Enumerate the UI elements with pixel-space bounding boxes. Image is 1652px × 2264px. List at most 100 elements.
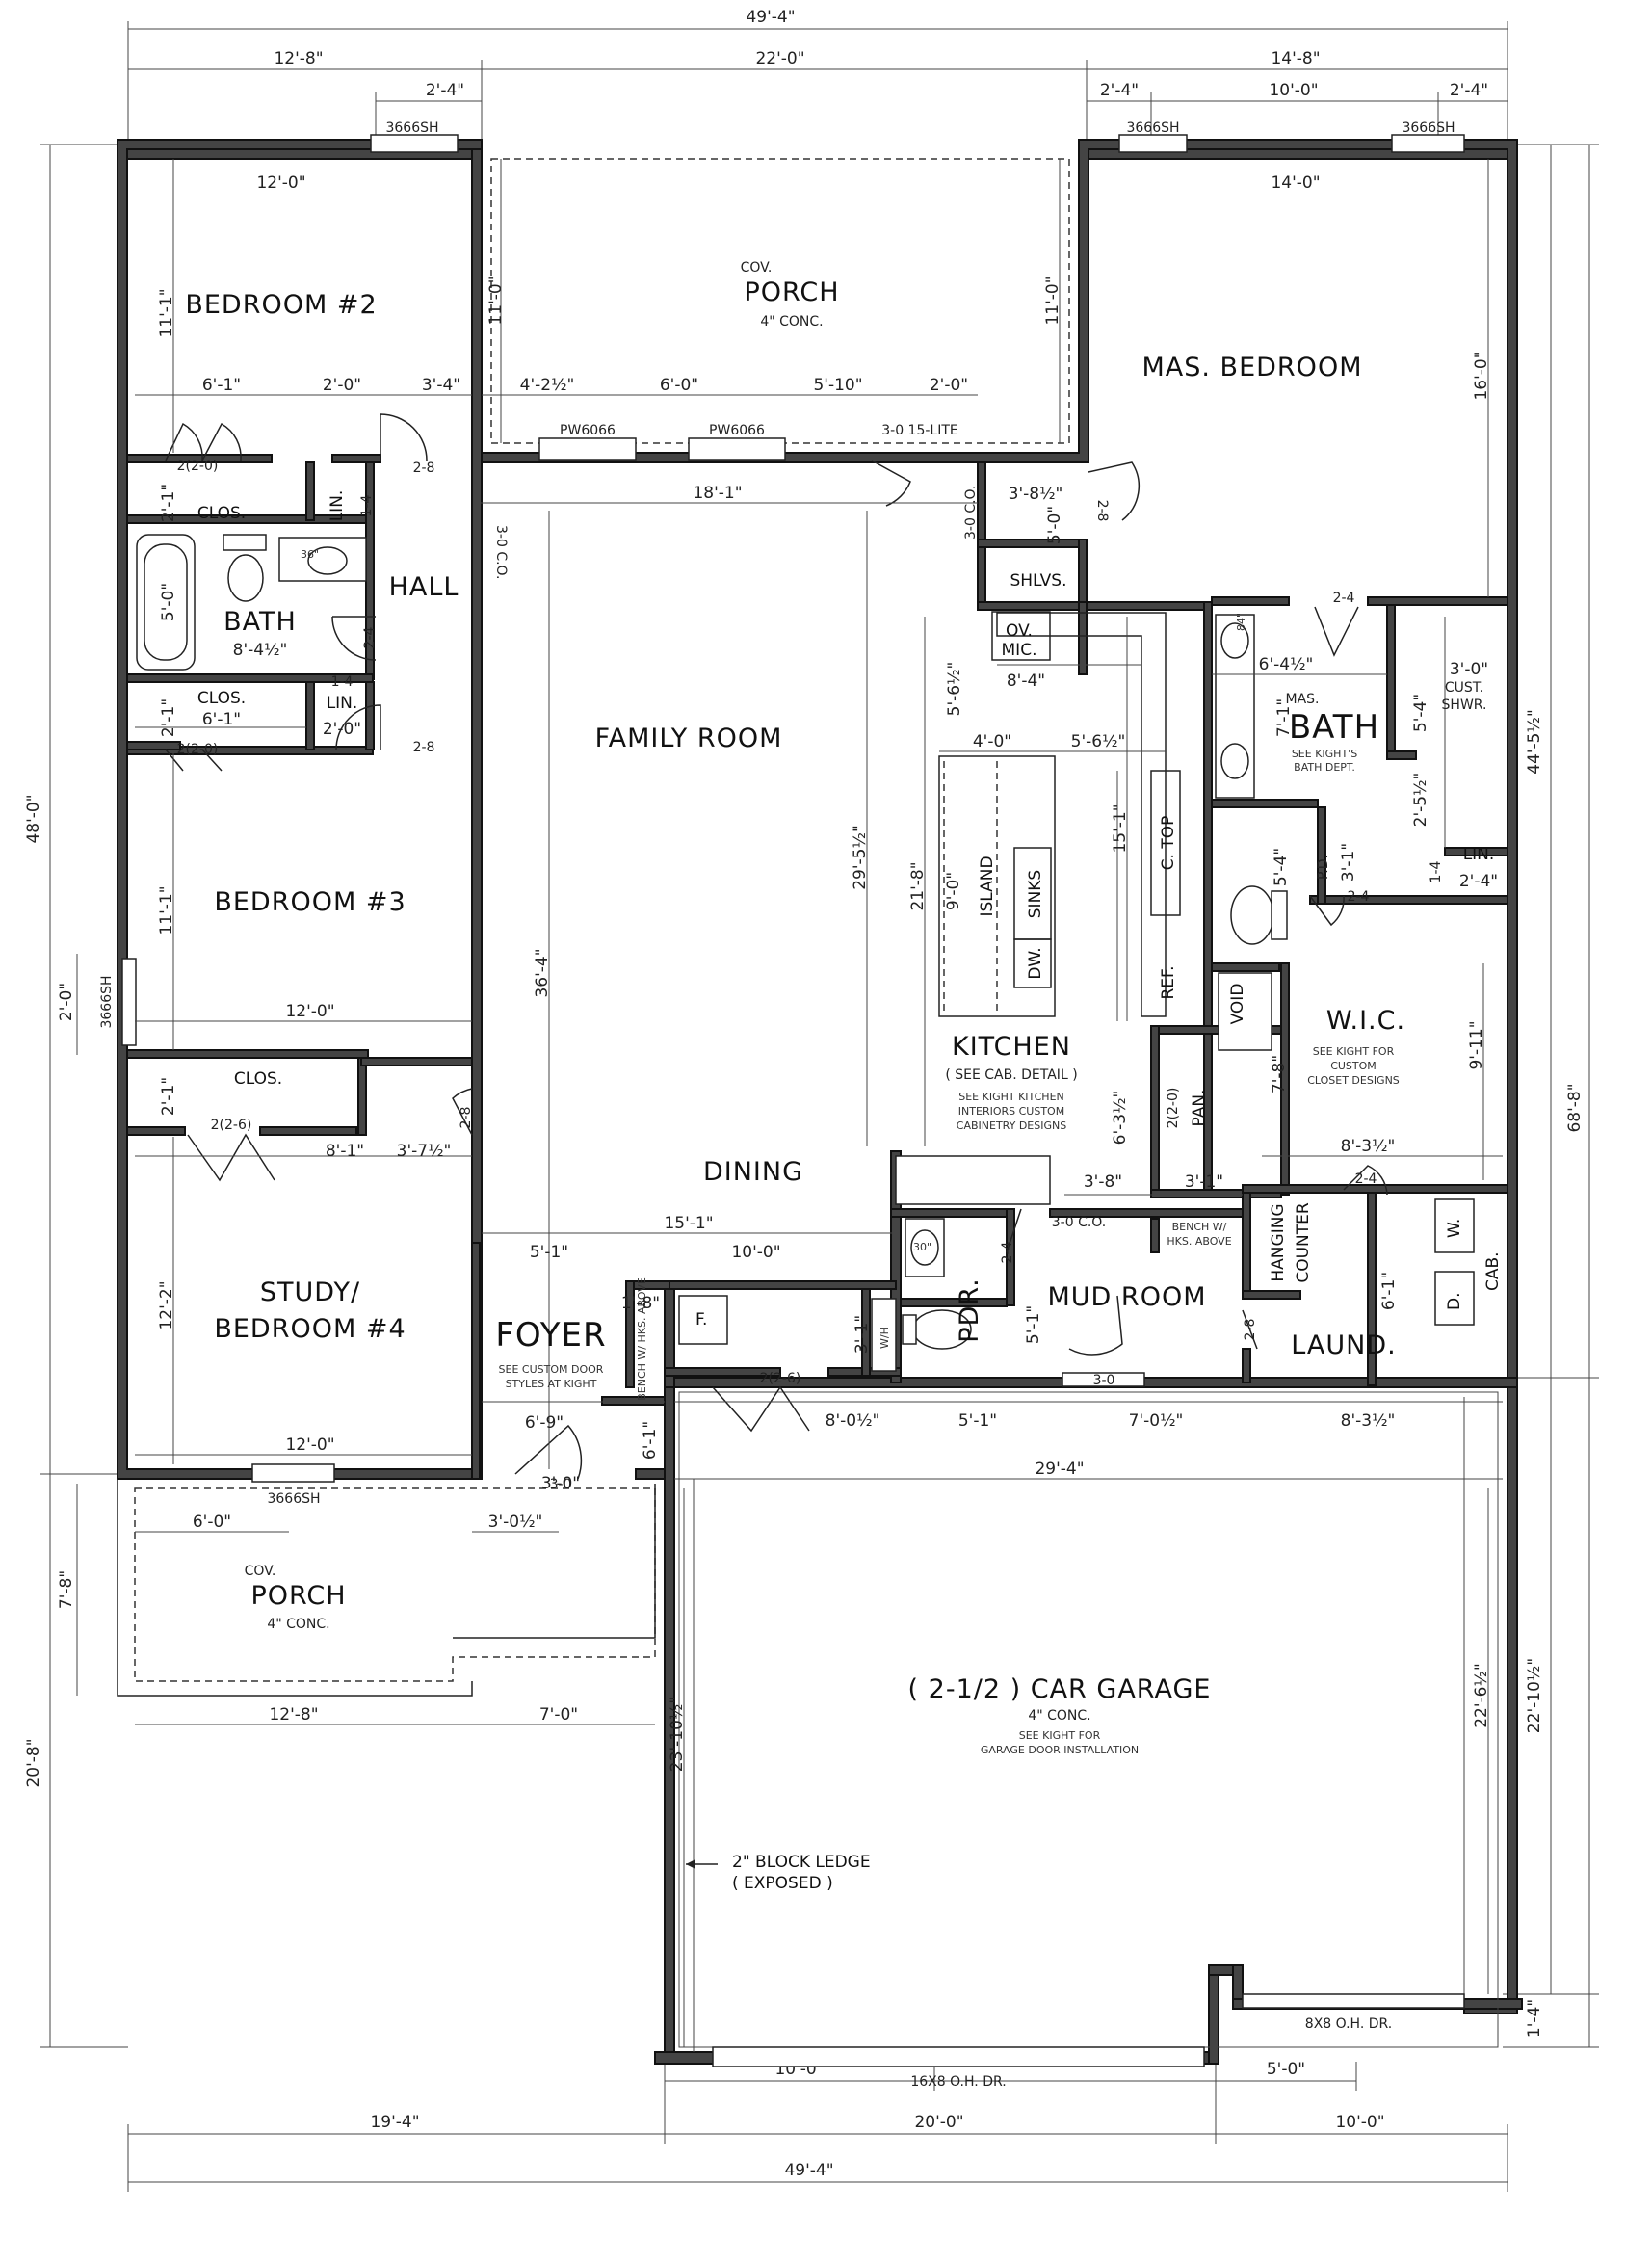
pdr-label: PDR. xyxy=(955,1277,984,1342)
dim-1-8: 1'-8" xyxy=(621,1294,660,1313)
dim-10-0: 10'-0" xyxy=(731,1243,780,1262)
window-label-1: 3666SH xyxy=(385,120,438,136)
door-1-4-b: 1-4 xyxy=(331,674,354,690)
dim-4-0: 4'-0" xyxy=(973,732,1011,751)
dim-15-1b: 15'-1" xyxy=(664,1214,713,1233)
door-2-8-a: 2-8 xyxy=(413,461,435,476)
dim-bed2-h: 11'-1" xyxy=(157,288,176,337)
pw-label-1: PW6066 xyxy=(560,423,616,438)
dim-8-3a: 8'-3½" xyxy=(1341,1137,1396,1156)
dw-label: DW. xyxy=(1026,947,1045,979)
dining-label: DINING xyxy=(703,1157,803,1187)
foyer-sub-1: SEE CUSTOM DOOR xyxy=(499,1363,604,1376)
dim-porch-12-8: 12'-8" xyxy=(269,1705,318,1724)
fixtures: 36" 84" 30" F. W/H W. D. CAB. xyxy=(136,534,1503,1372)
ref-label: REF. xyxy=(1159,965,1178,999)
hall-label: HALL xyxy=(389,572,459,602)
dim-bot-10-0: 10'-0" xyxy=(1335,2113,1384,2132)
cust-shwr-1: CUST. xyxy=(1445,680,1483,696)
dim-mas-w: 14'-0" xyxy=(1271,173,1320,193)
dim-top-10-0: 10'-0" xyxy=(1269,81,1318,100)
dim-gar-23-10: 23'-10½" xyxy=(668,1697,687,1772)
dim-bot-5-0: 5'-0" xyxy=(1267,2060,1305,2079)
dim-top-22-0: 22'-0" xyxy=(755,49,804,68)
doors xyxy=(165,413,1388,1480)
door-2-8-c: 2-8 xyxy=(459,1107,474,1129)
block-ledge-1: 2" BLOCK LEDGE xyxy=(732,1853,871,1872)
dim-right-68: 68'-8" xyxy=(1565,1083,1585,1132)
wic-sub-1: SEE KIGHT FOR xyxy=(1313,1045,1395,1058)
porch-cov-label: COV. xyxy=(741,260,773,276)
small-labels: CLOS. CLOS. CLOS. LIN. LIN. LIN. SHLVS. … xyxy=(177,459,1495,1492)
dim-8-4: 8'-4" xyxy=(1007,671,1045,691)
dim-3-8: 3'-8½" xyxy=(1009,485,1063,504)
dim-5-0: 5'-0" xyxy=(1045,506,1064,544)
dim-6-1b: 6'-1" xyxy=(202,710,241,729)
dim-bot-19-4: 19'-4" xyxy=(370,2113,419,2132)
co-label-1: 3-0 C.O. xyxy=(493,525,509,579)
door-1-4-a: 1-4 xyxy=(359,494,375,516)
dim-2-0a: 2'-0" xyxy=(323,376,361,395)
door-1-4-c: 1-4 xyxy=(1429,860,1444,882)
dim-3-1a: 3'-1" xyxy=(1339,843,1358,882)
kitchen-sub-3: INTERIORS CUSTOM xyxy=(958,1105,1064,1118)
right-dimensions: 44'-5½" 68'-8" 22'-10½" 1'-4" xyxy=(1503,144,1599,2048)
dim-36-4: 36'-4" xyxy=(533,948,552,997)
ohdr-8-label: 8X8 O.H. DR. xyxy=(1305,2016,1392,2032)
dim-8-1: 8'-1" xyxy=(326,1142,364,1161)
lin-label-3: LIN. xyxy=(1463,845,1495,864)
window-label-4: 3666SH xyxy=(99,975,115,1028)
dim-left-7-8: 7'-8" xyxy=(57,1570,76,1609)
dim-4-2: 4'-2½" xyxy=(520,376,575,395)
room-labels: BEDROOM #2 COV. PORCH 4" CONC. MAS. BEDR… xyxy=(185,260,1405,1893)
clos-label-1: CLOS. xyxy=(197,504,246,523)
dim-5-1b: 5'-1" xyxy=(1024,1305,1043,1344)
top-dimensions: 49'-4" 12'-8" 22'-0" 14'-8" 2'-4" 2'-4" … xyxy=(127,8,1508,145)
laund-label: LAUND. xyxy=(1291,1330,1396,1360)
garage-sub-3: GARAGE DOOR INSTALLATION xyxy=(981,1744,1139,1756)
dim-study-h: 12'-2" xyxy=(157,1280,176,1329)
mud-room-label: MUD ROOM xyxy=(1048,1282,1207,1312)
door-2-8-e: 2-8 xyxy=(1243,1319,1258,1341)
dim-15-1a: 15'-1" xyxy=(1111,803,1130,853)
wic-sub-2: CUSTOM xyxy=(1330,1060,1377,1072)
mas-bath-sub-1: SEE KIGHT'S xyxy=(1292,748,1357,760)
dim-total-top: 49'-4" xyxy=(746,8,795,27)
wic-label: W.I.C. xyxy=(1326,1006,1405,1036)
dim-5-6a: 5'-6½" xyxy=(945,662,964,717)
dim-6-9: 6'-9" xyxy=(525,1413,564,1433)
dim-6-1d: 6'-1" xyxy=(1379,1272,1399,1310)
left-dimensions: 48'-0" 20'-8" 7'-8" 2'-0" xyxy=(24,144,128,2048)
door-2-4-d: 2-4 xyxy=(1355,1171,1377,1187)
door-2-4-e: 2-4 xyxy=(1000,1241,1015,1263)
dim-6-3: 6'-3½" xyxy=(1111,1091,1130,1145)
master-bedroom-label: MAS. BEDROOM xyxy=(1141,353,1362,382)
sinks-label: SINKS xyxy=(1026,870,1045,918)
dim-bath-h: 5'-0" xyxy=(159,583,178,621)
door-2-2-0-a: 2(2-0) xyxy=(177,459,219,474)
dim-bot-20-0: 20'-0" xyxy=(914,2113,963,2132)
garage-label: ( 2-1/2 ) CAR GARAGE xyxy=(908,1674,1212,1704)
dim-top-14-8: 14'-8" xyxy=(1271,49,1320,68)
window-label-2: 3666SH xyxy=(1126,120,1179,136)
dim-bed3-h: 11'-1" xyxy=(157,885,176,935)
interior-walls xyxy=(126,454,1508,1480)
dim-3-4: 3'-4" xyxy=(422,376,460,395)
kitchen-cabinets xyxy=(938,611,1181,1021)
dim-left-48: 48'-0" xyxy=(24,794,43,843)
dim-7-0: 7'-0½" xyxy=(1129,1411,1184,1431)
dim-porch-6-0: 6'-0" xyxy=(193,1513,231,1532)
dim-2-1b: 2'-1" xyxy=(159,698,178,737)
washer-label: W. xyxy=(1445,1219,1464,1238)
c-top-label: C. TOP xyxy=(1159,816,1178,871)
window-label-3: 3666SH xyxy=(1402,120,1455,136)
door-2-4-c: 2-4 xyxy=(1348,889,1370,905)
wh-label: W/H xyxy=(878,1327,891,1349)
kitchen-label: KITCHEN xyxy=(952,1032,1071,1062)
dim-porch-h1: 11'-0" xyxy=(486,276,506,325)
kitchen-sub-2: SEE KIGHT KITCHEN xyxy=(958,1091,1064,1103)
door-3-0-b: 3-0 xyxy=(1093,1373,1115,1388)
furnace-label: F. xyxy=(695,1310,707,1329)
front-porch-label: PORCH xyxy=(250,1581,346,1611)
dim-bed2-w: 12'-0" xyxy=(256,173,305,193)
